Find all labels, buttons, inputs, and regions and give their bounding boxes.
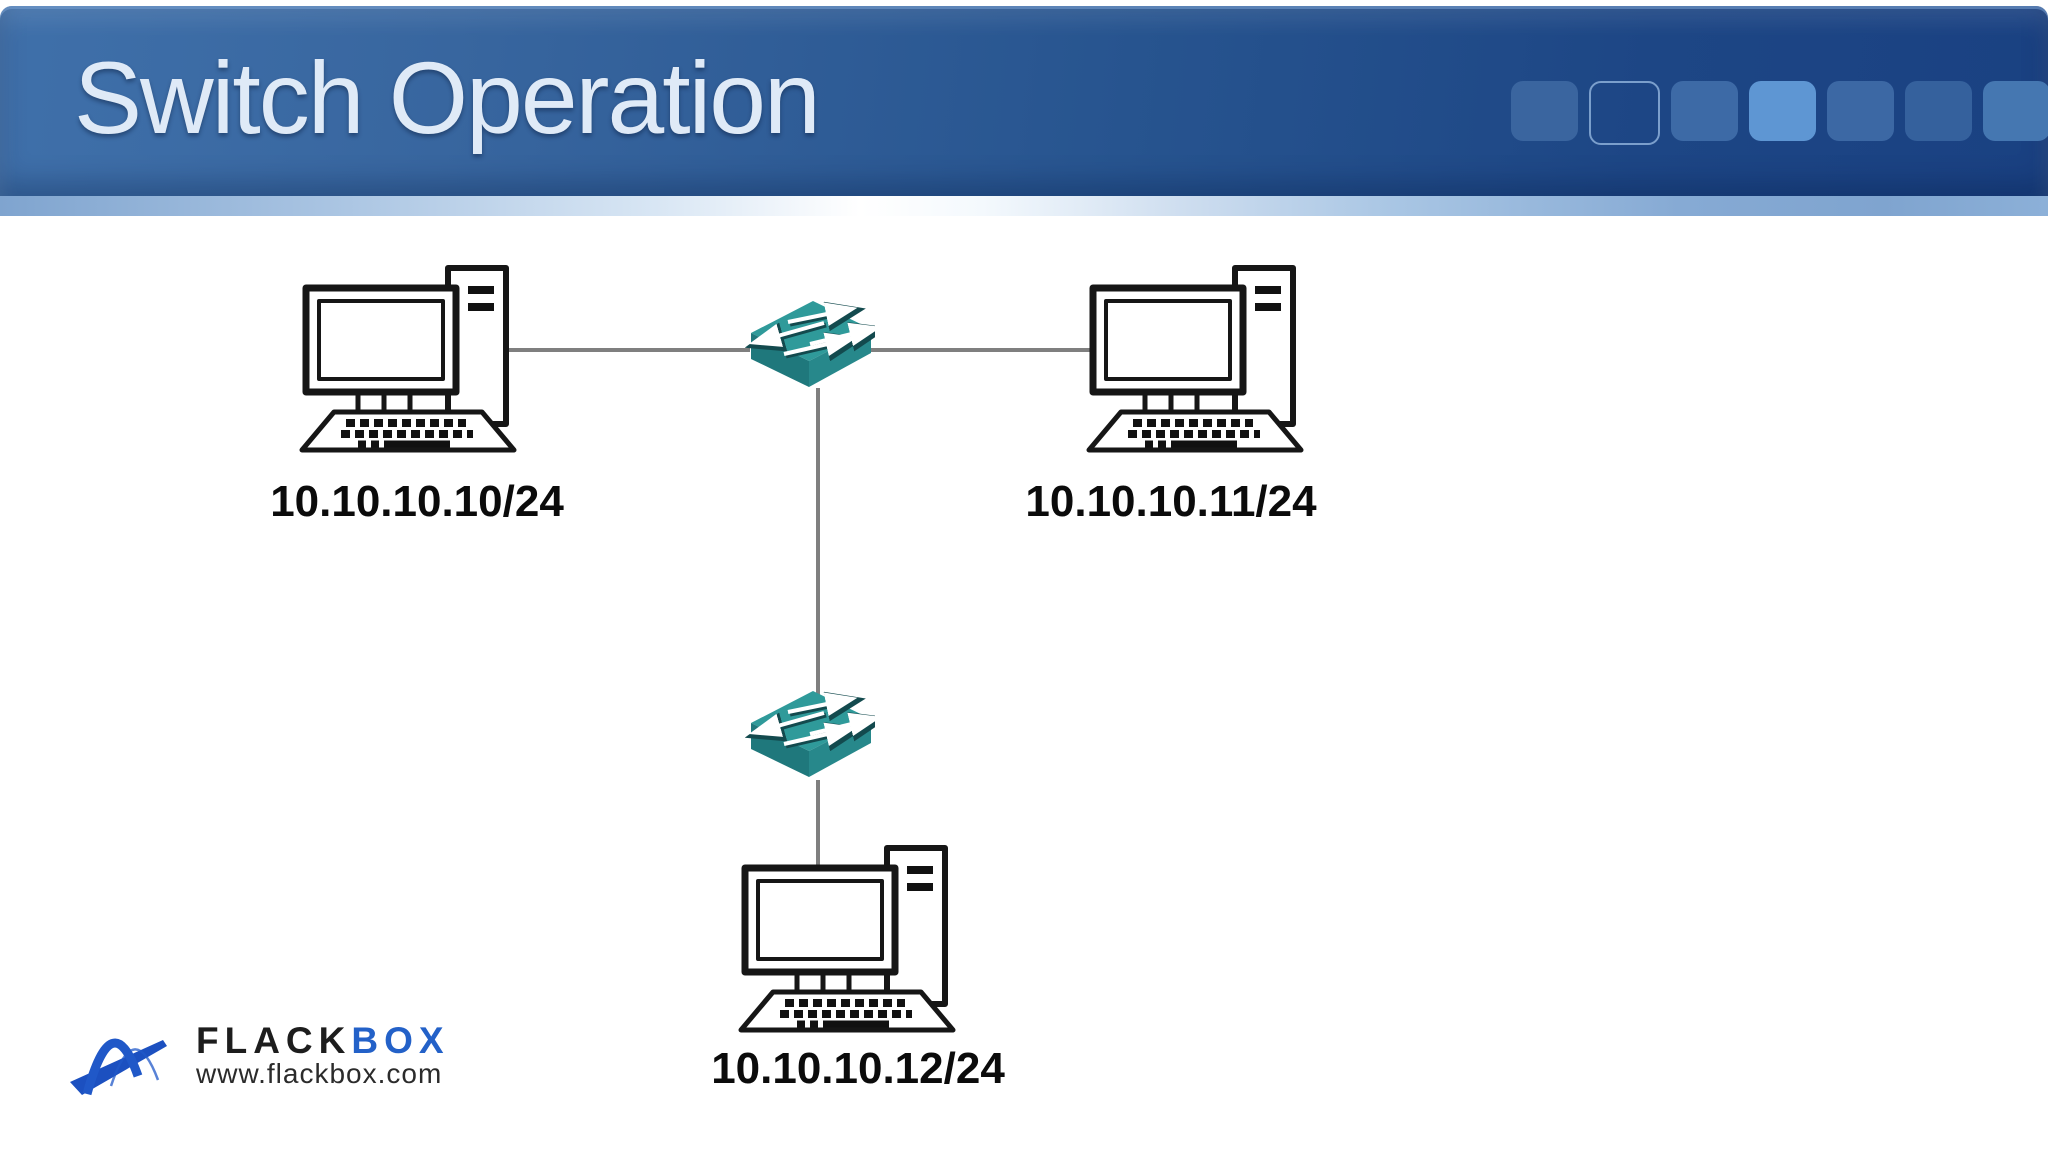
brand-primary: FLACK [196,1020,352,1061]
network-switch-icon-sw2 [751,691,871,777]
brand-website: www.flackbox.com [196,1058,443,1089]
desktop-computer-icon-pc3 [741,848,953,1030]
header-square-5 [1827,81,1894,141]
header-decorative-squares [1511,81,2048,145]
brand-name: FLACKBOX [196,1020,450,1062]
header-square-4 [1749,81,1816,141]
network-links [505,348,1097,874]
ip-label-pc2: 10.10.10.11/24 [1025,477,1317,526]
brand-secondary: BOX [351,1020,450,1061]
header-bottom-band [0,196,2048,216]
slide-header: Switch Operation [0,6,2048,198]
header-square-2 [1589,81,1660,145]
network-switch-icon-sw1 [751,301,871,387]
flackbox-logo: FLACKBOX www.flackbox.com [70,1014,490,1114]
header-square-3 [1671,81,1738,141]
ip-label-pc1: 10.10.10.10/24 [270,477,564,526]
flackbox-bridge-icon [70,1038,167,1096]
desktop-computer-icon-pc1 [302,268,514,450]
header-square-6 [1905,81,1972,141]
header-square-7 [1983,81,2048,141]
slide-title: Switch Operation [74,41,821,155]
ip-label-pc3: 10.10.10.12/24 [711,1044,1005,1093]
desktop-computer-icon-pc2 [1089,268,1301,450]
header-square-1 [1511,81,1578,141]
